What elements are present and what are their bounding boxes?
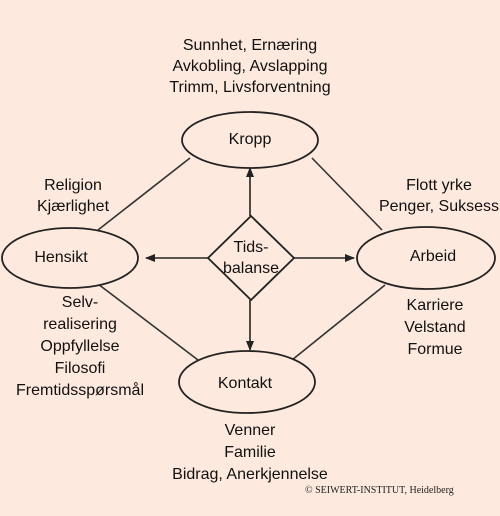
center-diamond — [206, 214, 296, 302]
node-arbeid-label: Arbeid — [409, 248, 457, 265]
arbeid-annotation-line: Karriere — [406, 297, 464, 314]
hensikt-annotation-line: Oppfyllelse — [40, 338, 120, 355]
node-kropp — [181, 111, 319, 169]
edge-kropp-arbeid — [311, 157, 383, 231]
hensikt-annotation-line: Selv- — [61, 294, 99, 311]
edge-arbeid-kontakt — [291, 284, 386, 361]
node-hensikt-label: Hensikt — [34, 249, 88, 266]
center-label: Tids- balanse — [223, 237, 279, 279]
arbeid-annotation-line: Penger, Suksess — [378, 198, 500, 215]
node-kropp-label: Kropp — [228, 131, 272, 148]
kontakt-annotation-line: Familie — [224, 444, 276, 461]
node-arbeid — [356, 226, 496, 290]
node-kontakt-label: Kontakt — [217, 375, 273, 392]
arbeid-annotation-line: Flott yrke — [406, 177, 472, 194]
kropp-annotation-line: Avkobling, Avslapping — [172, 58, 328, 75]
hensikt-annotation-line: Filosofi — [54, 360, 106, 377]
arbeid-annotation-above: Flott yrke Penger, Suksess — [378, 175, 500, 217]
kropp-annotation-line: Trimm, Livsforventning — [169, 79, 331, 96]
kropp-annotation-line: Sunnhet, Ernæring — [182, 37, 318, 54]
hensikt-annotation-line: Fremtidsspørsmål — [15, 382, 144, 399]
credit-text: © SEIWERT-INSTITUT, Heidelberg — [305, 485, 454, 496]
hensikt-annotation-line: Religion — [44, 177, 102, 194]
center-label-line1: Tids- — [233, 239, 269, 256]
kontakt-annotation: Venner Familie Bidrag, Anerkjennelse — [150, 420, 350, 486]
edge-hensikt-kontakt — [97, 283, 199, 361]
hensikt-annotation-below: Selv- realisering Oppfyllelse Filosofi F… — [10, 292, 150, 402]
arbeid-annotation-line: Formue — [407, 341, 463, 358]
center-label-line2: balanse — [222, 260, 280, 277]
hensikt-annotation-above: Religion Kjærlighet — [18, 175, 128, 217]
kontakt-annotation-line: Venner — [224, 422, 276, 439]
arbeid-annotation-line: Velstand — [404, 319, 466, 336]
node-kontakt — [178, 350, 316, 414]
node-hensikt — [1, 227, 139, 289]
hensikt-annotation-line: realisering — [43, 316, 117, 333]
hensikt-annotation-line: Kjærlighet — [36, 198, 110, 215]
arbeid-annotation-below: Karriere Velstand Formue — [380, 295, 490, 361]
kropp-annotation: Sunnhet, Ernæring Avkobling, Avslapping … — [150, 35, 350, 98]
edge-kropp-hensikt — [97, 157, 191, 231]
kontakt-annotation-line: Bidrag, Anerkjennelse — [172, 466, 328, 483]
